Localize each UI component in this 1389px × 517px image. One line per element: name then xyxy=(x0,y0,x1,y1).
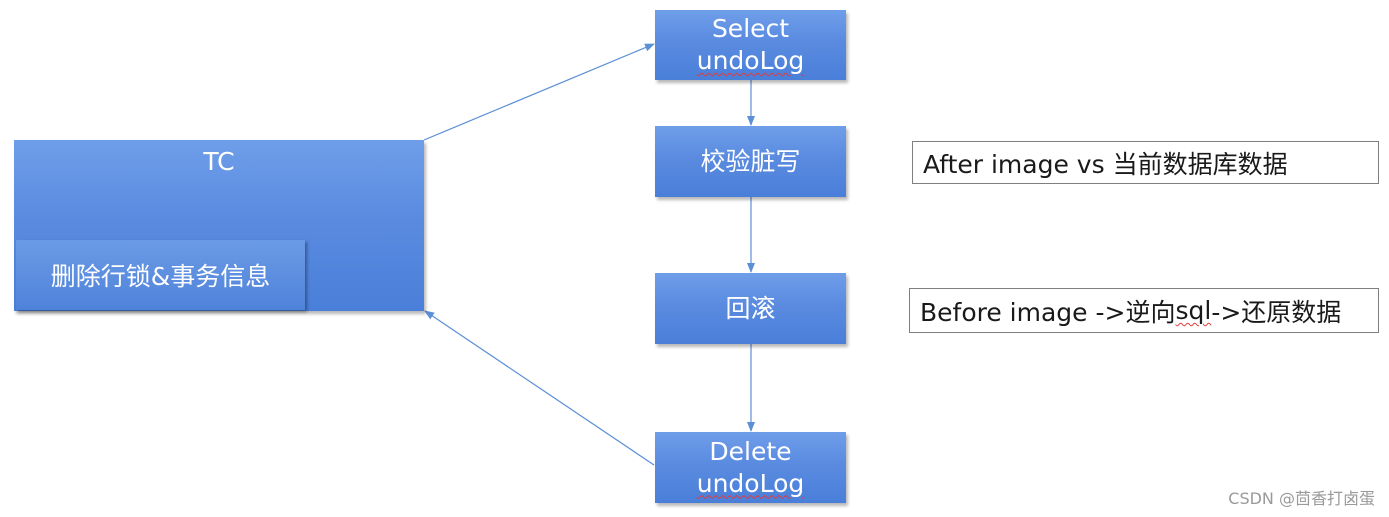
after-image-note: After image vs 当前数据库数据 xyxy=(912,141,1379,184)
rollback-box: 回滚 xyxy=(655,273,846,344)
delete-lock-info-box: 删除行锁&事务信息 xyxy=(16,240,305,310)
check-dirty-write-label: 校验脏写 xyxy=(700,146,801,176)
rollback-label: 回滚 xyxy=(725,293,776,323)
delete-undolog-line1: Delete xyxy=(709,436,792,466)
arrow-tc-to-select xyxy=(423,43,655,141)
after-image-text: After image vs 当前数据库数据 xyxy=(923,149,1288,179)
arrow-delete-to-tc xyxy=(424,310,655,466)
before-image-suffix: ->还原数据 xyxy=(1211,297,1342,327)
select-undolog-box: Select undoLog xyxy=(655,10,846,80)
delete-undolog-line2: undoLog xyxy=(696,468,805,498)
before-image-sql: sql xyxy=(1175,296,1212,325)
tc-title: TC xyxy=(203,147,235,176)
csdn-watermark: CSDN @茴香打卤蛋 xyxy=(1228,489,1375,508)
check-dirty-write-box: 校验脏写 xyxy=(655,126,846,197)
select-undolog-line1: Select xyxy=(711,14,790,43)
select-undolog-line2: undoLog xyxy=(696,46,805,75)
before-image-prefix: Before image ->逆向 xyxy=(920,297,1176,327)
delete-lock-info-label: 删除行锁&事务信息 xyxy=(50,262,271,291)
delete-undolog-box: Delete undoLog xyxy=(655,432,846,503)
